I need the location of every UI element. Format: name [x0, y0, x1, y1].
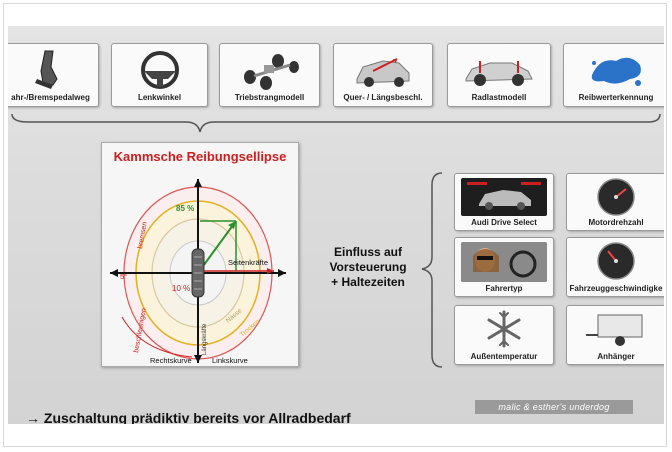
rpm-gauge-icon [567, 177, 664, 217]
pedal-icon [8, 49, 98, 91]
top-card-pedal: ahr-/Bremspedalweg [8, 43, 99, 107]
top-card-steering: Lenkwinkel [111, 43, 208, 107]
driver-photo-icon [461, 242, 547, 282]
car-acceleration-icon [334, 49, 432, 91]
card-fahrzeuggeschwindigkeit: Fahrzeuggeschwindigke [566, 237, 664, 297]
card-aussentemperatur: Außentemperatur [454, 305, 554, 365]
card-audi-drive-select: Audi Drive Select [454, 173, 554, 231]
top-card-label: Radlastmodell [471, 93, 527, 102]
top-card-drivetrain: Triebstrangmodell [219, 43, 320, 107]
right-card-label: Außentemperatur [470, 352, 538, 361]
top-card-label: Quer- / Längsbeschl. [343, 93, 423, 102]
bottom-text-before: Zuschaltung prädiktiv bereits [40, 410, 244, 424]
top-card-label: Triebstrangmodell [234, 93, 305, 102]
side-brace [421, 172, 443, 368]
friction-splash-icon [564, 49, 664, 91]
ellipse-title: Kammsche Reibungsellipse [113, 149, 287, 164]
right-card-label: Fahrzeuggeschwindigke [569, 284, 663, 293]
right-card-label: Fahrertyp [485, 284, 523, 293]
linkskurve-label: Linkskurve [212, 356, 248, 365]
right-card-label: Audi Drive Select [471, 218, 537, 227]
pct-85-label: 85 % [176, 204, 194, 213]
right-card-label: Anhänger [597, 352, 635, 361]
top-card-acceleration: Quer- / Längsbeschl. [333, 43, 433, 107]
speedometer-icon [567, 241, 664, 281]
card-anhaenger: Anhänger [566, 305, 664, 365]
bremsen-label: bremsen [137, 221, 149, 249]
laengskraefte-label: Längskräfte [202, 323, 208, 355]
car-wheel-load-icon [448, 49, 550, 91]
card-motordrehzahl: Motordrehzahl [566, 173, 664, 231]
influence-line-3: + Haltezeiten [331, 275, 405, 289]
influence-line-1: Einfluss auf [333, 245, 402, 259]
top-card-label: Reibwerterkennung [578, 93, 654, 102]
influence-line-2: Vorsteuerung [329, 260, 407, 274]
card-fahrertyp: Fahrertyp [454, 237, 554, 297]
drivetrain-icon [220, 49, 319, 91]
bottom-statement: → Zuschaltung prädiktiv bereits vor Allr… [26, 410, 351, 424]
presentation-slide: ahr-/Bremspedalweg Lenkwinkel [8, 26, 664, 424]
bottom-text-after: Allradbedarf [264, 410, 351, 424]
watermark: malic & esther's underdog [475, 400, 633, 414]
pct-10-label: 10 % [172, 284, 190, 293]
arrow-icon: → [26, 410, 40, 424]
seitenkraefte-label: Seitenkräfte [228, 258, 268, 267]
top-card-label: Lenkwinkel [137, 93, 182, 102]
friction-ellipse-panel: Kammsche Reibungsellipse [101, 142, 299, 367]
top-card-wheel-load: Radlastmodell [447, 43, 551, 107]
influence-text: Einfluss auf Vorsteuerung + Haltezeiten [318, 245, 418, 290]
snowflake-icon [455, 309, 553, 349]
top-brace [11, 113, 661, 133]
top-card-label: ahr-/Bremspedalweg [11, 93, 90, 102]
bottom-text-underlined: vor [243, 410, 265, 424]
angle-label: 5° [120, 272, 127, 281]
frame-border [3, 3, 667, 447]
trailer-icon [567, 309, 664, 349]
top-card-friction: Reibwerterkennung [563, 43, 664, 107]
steering-wheel-icon [112, 49, 207, 91]
right-card-label: Motordrehzahl [588, 218, 644, 227]
friction-ellipse-diagram: 85 % 10 % Seitenkräfte 5° bremsen beschl… [110, 179, 286, 365]
drive-select-icon [461, 178, 547, 216]
rechtskurve-label: Rechtskurve [150, 356, 192, 365]
